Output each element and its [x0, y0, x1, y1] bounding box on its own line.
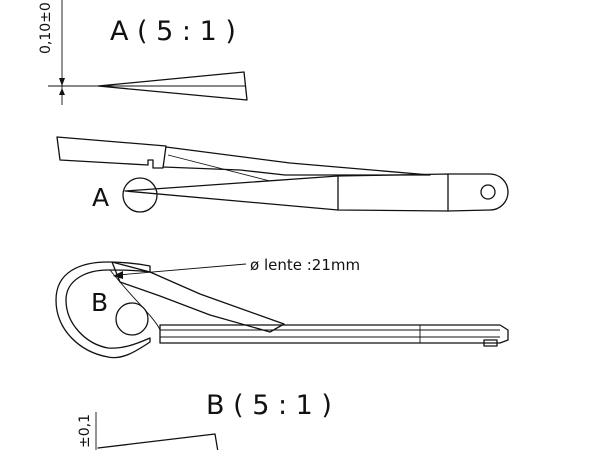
detail-a-callout-label: A [92, 183, 109, 212]
detail-b-title: B ( 5 : 1 ) [206, 390, 332, 421]
side-eyelet-hole [480, 184, 496, 200]
top-view: B ø lente :21mm [55, 256, 509, 359]
detail-a-arrowhead-top [59, 78, 65, 86]
detail-b-callout-label: B [91, 288, 108, 317]
side-eyelet-end [447, 173, 509, 212]
lens-note-arrowhead [113, 271, 123, 279]
top-hinge-tab [483, 339, 498, 347]
detail-b: B ( 5 : 1 ) ±0,1 [77, 390, 332, 450]
detail-a-callout-circle [122, 177, 158, 213]
detail-b-tip-shape [97, 433, 219, 450]
detail-a: A ( 5 : 1 ) 0,10±0 [38, 0, 248, 105]
side-upper-blade [162, 146, 431, 176]
lens-note-leader [117, 263, 247, 276]
detail-a-title: A ( 5 : 1 ) [110, 16, 236, 47]
detail-b-tolerance: ±0,1 [77, 414, 93, 448]
side-view: A [56, 136, 509, 213]
detail-a-arrowhead-bottom [59, 88, 65, 95]
top-wedge-arm [111, 261, 285, 333]
side-arm-block [56, 136, 167, 169]
side-lower-shaft [124, 173, 449, 212]
detail-a-tip-shape [97, 71, 248, 101]
detail-a-tolerance: 0,10±0 [38, 2, 54, 54]
detail-b-callout-circle [115, 302, 149, 336]
lens-note: ø lente :21mm [250, 256, 360, 274]
top-curl-clip [55, 261, 151, 359]
top-flat-body [159, 324, 509, 344]
side-blade-crease [167, 154, 271, 182]
